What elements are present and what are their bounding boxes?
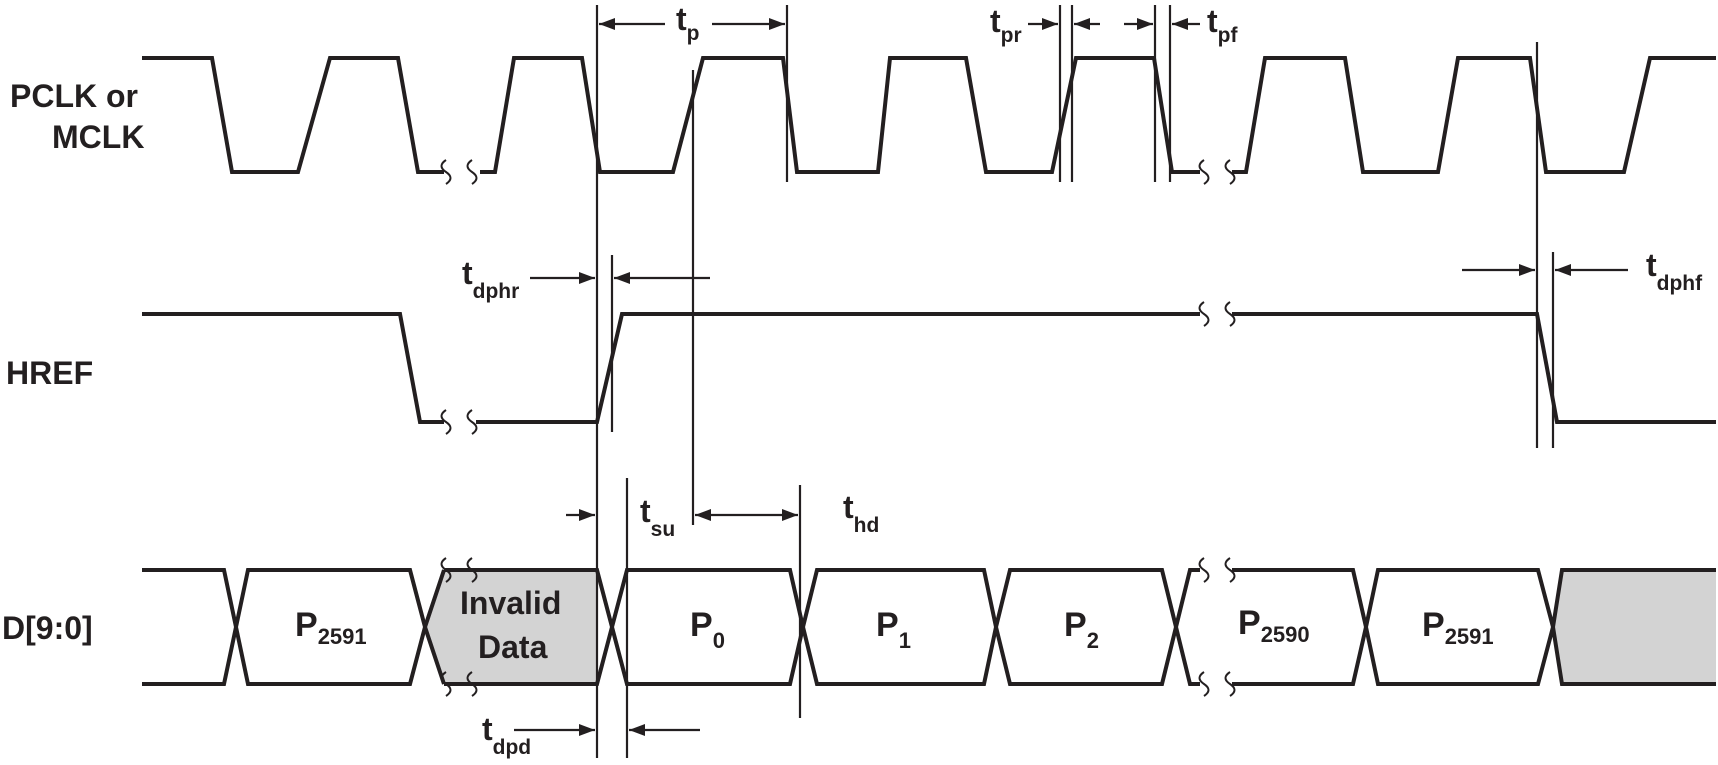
cell-p2591-last: P2591	[1422, 606, 1494, 649]
pclk-label-line2: MCLK	[52, 119, 144, 155]
tdphf-main: t	[1646, 247, 1657, 283]
tp-sub: p	[687, 22, 700, 45]
cell-p1: P1	[876, 606, 911, 653]
cell-p2-main: P	[1064, 606, 1087, 644]
invalid-data-line2: Data	[478, 629, 548, 665]
cell-p2590-main: P	[1238, 604, 1261, 642]
tpr-label: tpr	[990, 3, 1022, 47]
tpf-main: t	[1207, 3, 1218, 39]
href-waveform	[142, 312, 1716, 424]
cell-p0: P0	[690, 606, 725, 653]
pclk-waveform	[142, 56, 1716, 174]
cell-p2-sub: 2	[1087, 628, 1099, 653]
data-bus-waveform	[142, 568, 1716, 686]
cell-p1-main: P	[876, 606, 899, 644]
tpf-sub: pf	[1218, 24, 1239, 47]
thd-sub: hd	[854, 514, 880, 537]
pclk-label-line1: PCLK or	[10, 78, 138, 114]
tsu-main: t	[640, 493, 651, 529]
tdphr-label: tdphr	[462, 255, 519, 303]
cell-p2590: P2590	[1238, 604, 1310, 647]
data-bus-label: D[9:0]	[2, 610, 93, 646]
tdphf-label: tdphf	[1646, 247, 1703, 295]
tp-main: t	[676, 1, 687, 37]
tp-label: tp	[676, 1, 699, 45]
tdphr-sub: dphr	[473, 280, 520, 303]
break-symbols	[440, 159, 1236, 697]
cell-p2591-last-sub: 2591	[1445, 624, 1494, 649]
tsu-sub: su	[651, 518, 676, 541]
thd-main: t	[843, 489, 854, 525]
tpr-main: t	[990, 3, 1001, 39]
tdpd-sub: dpd	[493, 736, 531, 759]
timing-guide-lines	[595, 5, 1555, 758]
cell-p2591-first: P2591	[295, 606, 367, 649]
cell-p2591-first-main: P	[295, 606, 318, 644]
invalid-data-fill	[425, 570, 597, 684]
href-label: HREF	[6, 355, 93, 391]
timing-arrows	[514, 18, 1628, 736]
tdpd-main: t	[482, 711, 493, 747]
tpf-label: tpf	[1207, 3, 1238, 47]
tdphf-sub: dphf	[1657, 272, 1703, 295]
tdphr-main: t	[462, 255, 473, 291]
cell-p0-sub: 0	[713, 628, 725, 653]
cell-p2591-first-sub: 2591	[318, 624, 367, 649]
cell-p2590-sub: 2590	[1261, 622, 1310, 647]
cell-p1-sub: 1	[899, 628, 911, 653]
trailing-invalid-fill	[1553, 570, 1716, 684]
cell-p2591-last-main: P	[1422, 606, 1445, 644]
thd-label: thd	[843, 489, 879, 537]
invalid-data-line1: Invalid	[460, 585, 561, 621]
cell-p2: P2	[1064, 606, 1099, 653]
cell-p0-main: P	[690, 606, 713, 644]
tpr-sub: pr	[1001, 24, 1022, 47]
tdpd-label: tdpd	[482, 711, 531, 759]
tsu-label: tsu	[640, 493, 675, 541]
